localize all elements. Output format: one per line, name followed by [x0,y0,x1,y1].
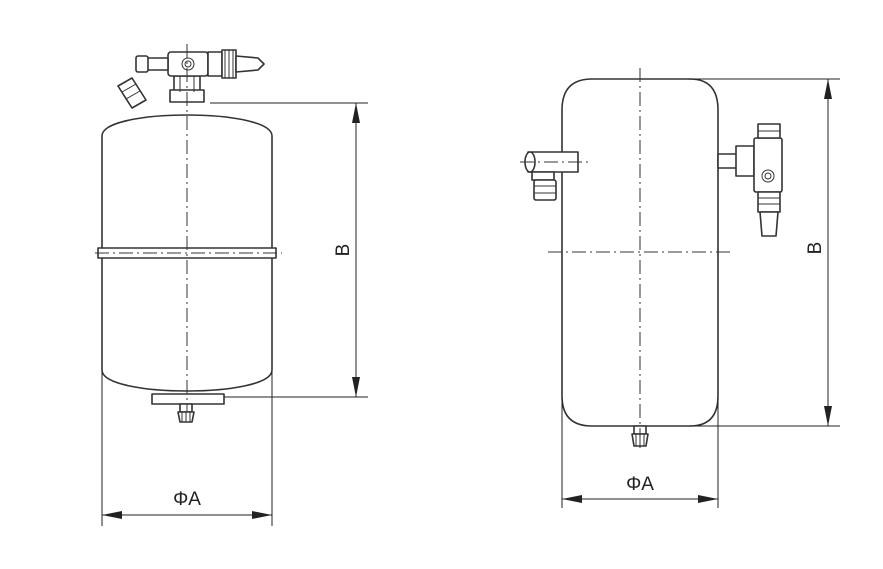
right-diameter-label: ΦA [626,474,654,495]
left-side-tube [117,77,147,109]
right-side-valve [717,123,783,237]
left-top-valve [135,49,265,103]
right-height-dimension: B [688,78,840,427]
left-receiver-view: B ΦA [95,44,368,526]
left-diameter-label: ΦA [173,489,201,510]
left-height-label: B [333,244,354,257]
left-diameter-dimension: ΦA [101,372,273,526]
left-height-dimension: B [210,102,368,398]
right-receiver-view: B ΦA [520,68,840,508]
right-diameter-dimension: ΦA [561,398,719,508]
left-tank-body [95,114,282,392]
right-height-label: B [805,242,826,255]
left-bottom-fitting [151,393,225,423]
